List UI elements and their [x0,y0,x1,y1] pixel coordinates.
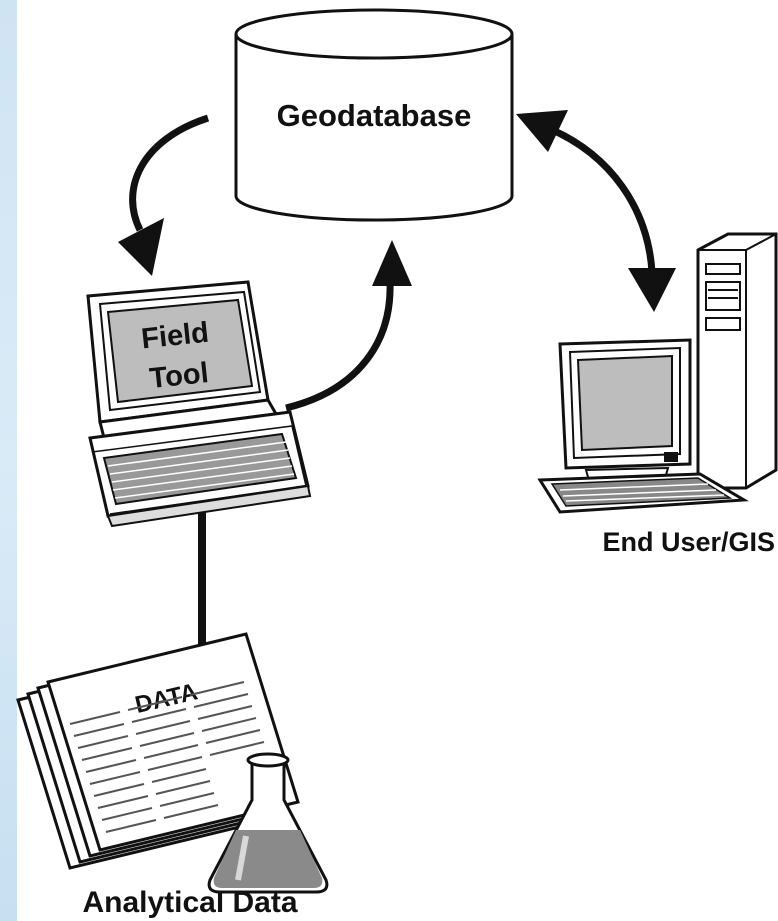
arrow-field-tool-to-db [285,240,412,412]
field-tool-label-line2: Tool [148,357,210,395]
geodatabase-label: Geodatabase [277,98,472,133]
left-accent-strip [0,0,17,921]
flask-icon [207,752,329,894]
arrow-db-end-user-bidirectional [516,110,676,312]
arrow-db-to-field-tool [118,114,210,276]
desktop-computer-icon: End User/GIS [537,232,778,557]
geodatabase-cylinder: Geodatabase [234,8,514,222]
laptop-icon: Field Tool [86,280,312,528]
data-documents-icon: DATA [16,632,300,870]
analytical-data-label: Analytical Data [82,886,297,919]
field-tool-label-line1: Field [140,317,211,356]
end-user-label: End User/GIS [602,527,775,557]
